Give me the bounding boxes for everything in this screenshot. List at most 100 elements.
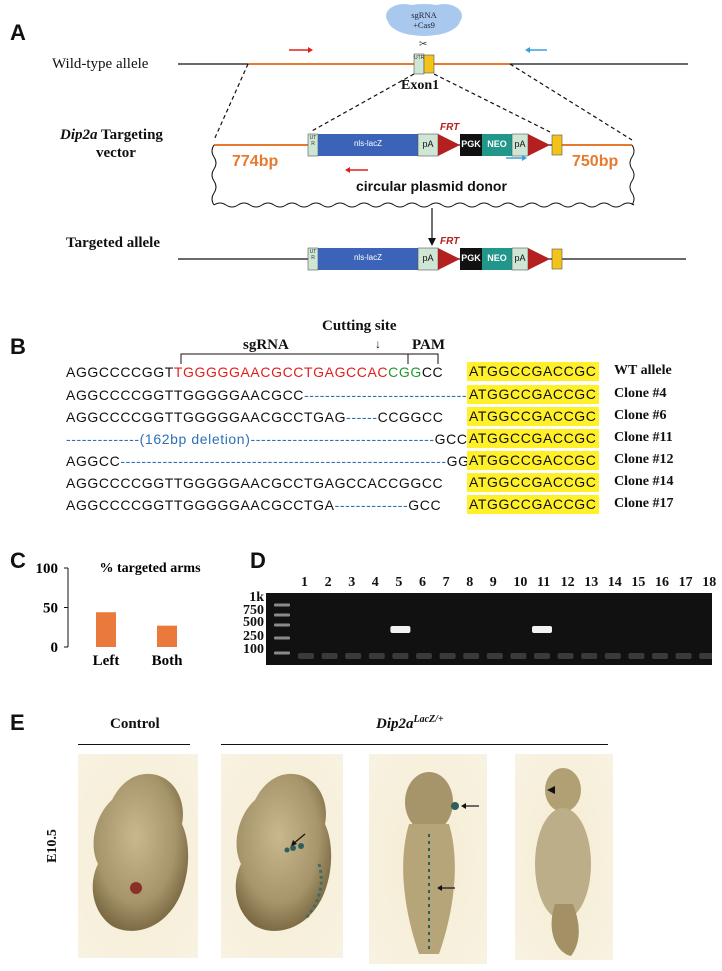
lane-number: 10: [513, 575, 528, 590]
genotype-underline: [221, 744, 608, 745]
pam-label: PAM: [412, 337, 446, 353]
sequence-segment: AGGCCCCGGTTGGGGGAACGCC: [66, 386, 304, 403]
lane-number: 4: [371, 575, 379, 590]
lane-number: 13: [584, 575, 599, 590]
embryo-lacz-ventral-image: [515, 754, 613, 960]
ladder-band: [274, 636, 290, 640]
control-label: Control: [110, 716, 160, 732]
cas9-label: sgRNA +Cas9: [411, 10, 437, 30]
lane-number: 5: [395, 575, 403, 590]
genotype-label: Dip2aLacZ/+: [376, 714, 444, 733]
sequence-segment: AGGCCCCGGTTGGGGGAACGCCTGAG: [66, 408, 347, 425]
pcr-product-band: [532, 626, 552, 633]
exon1-label: Exon1: [401, 78, 440, 93]
primer-dimer-band: [652, 653, 668, 659]
lane-number: 7: [442, 575, 450, 590]
ladder-band: [274, 651, 290, 655]
genotype-superscript: LacZ/+: [413, 714, 444, 725]
lane-number: 9: [489, 575, 497, 590]
primer-dimer-band: [628, 653, 645, 659]
start-codon-highlight: ATGGCCGACCGC: [467, 473, 599, 492]
y-tick-label: 100: [36, 561, 59, 577]
lane-number: 1: [301, 575, 308, 590]
sequence-segment: ----------------------------------------…: [120, 452, 447, 469]
targeted-pa-2: pA: [514, 253, 526, 263]
vector-neo: NEO: [487, 139, 507, 149]
sequence-segment: CC: [421, 363, 444, 380]
x-category-label: Left: [93, 653, 120, 669]
primer-dimer-band: [298, 653, 314, 659]
primer-dimer-band: [557, 653, 574, 659]
ladder-size-label: 1k: [249, 590, 264, 605]
sequence-segment: CGG: [388, 363, 422, 380]
start-codon-highlight: ATGGCCGACCGC: [467, 385, 599, 404]
y-tick-label: 0: [51, 640, 59, 656]
clone-label: Clone #6: [614, 408, 667, 423]
vector-pa-1: pA: [422, 139, 434, 149]
targeting-schematic: ✂: [178, 4, 688, 271]
utr-wt: UTR: [414, 55, 425, 61]
targeted-nls-lacz: nls-lacZ: [353, 253, 382, 262]
sequence-segment: AGGCC: [66, 452, 121, 469]
sequence-row: AGGCCCCGGTTGGGGGAACGCCTGAGCCACCGGCC: [66, 473, 443, 492]
primer-dimer-band: [439, 653, 456, 659]
sequence-segment: AGGCCCCGGT: [66, 363, 174, 380]
sequence-row: AGGCC-----------------------------------…: [66, 451, 491, 470]
lane-number: 15: [631, 575, 646, 590]
primer-dimer-band: [463, 653, 480, 659]
embryo-control-image: [78, 754, 198, 958]
sequence-segment: CCGGCC: [377, 408, 444, 425]
bar-both: [157, 625, 177, 647]
lane-number: 16: [655, 575, 669, 590]
primer-dimer-band: [675, 653, 692, 659]
ladder-size-label: 250: [243, 629, 264, 644]
right-arm-length: 750bp: [572, 153, 619, 170]
ladder-size-label: 750: [243, 603, 264, 618]
clone-label: Clone #11: [614, 430, 673, 445]
primer-dimer-band: [534, 653, 550, 659]
start-codon-highlight: ATGGCCGACCGC: [467, 451, 599, 470]
vector-gene-name: Dip2a: [60, 127, 98, 143]
left-arm-length: 774bp: [232, 153, 279, 170]
vector-pgk: PGK: [461, 139, 481, 149]
primer-dimer-band: [699, 653, 712, 659]
control-underline: [78, 744, 190, 745]
targeted-neo: NEO: [487, 253, 507, 263]
sequence-row: AGGCCCCGGTTGGGGGAACGCCTGAG------CCGGCC: [66, 407, 443, 426]
primer-dimer-band: [510, 653, 527, 659]
lane-number: 14: [607, 575, 622, 590]
targeted-utr: UTR: [309, 249, 317, 261]
embryo-lacz-dorsal-image: [369, 754, 487, 964]
primer-dimer-band: [581, 653, 598, 659]
primer-dimer-band: [604, 653, 621, 659]
cutting-site-arrow: ↓: [375, 337, 381, 351]
gel-image: [266, 593, 712, 665]
start-codon-highlight: ATGGCCGACCGC: [467, 495, 599, 514]
targeted-pa-1: pA: [422, 253, 434, 263]
clone-label: Clone #4: [614, 386, 667, 401]
chart-title: % targeted arms: [99, 561, 201, 576]
sequence-row: AGGCCCCGGTTGGGGGAACGCCTGA--------------G…: [66, 495, 441, 514]
ladder-band: [274, 603, 290, 607]
vector-suffix: Targeting: [97, 127, 163, 143]
vector-nls-lacz: nls-lacZ: [353, 139, 382, 148]
targeted-pgk: PGK: [461, 253, 481, 263]
lane-number: 8: [466, 575, 474, 590]
panel-label-d: D: [250, 548, 266, 573]
sequence-segment: ------: [346, 408, 378, 425]
panel-label-b: B: [10, 334, 26, 359]
embryo-lacz-lateral-image: [221, 754, 343, 958]
lane-number: 3: [348, 575, 356, 590]
targeting-vector-label: Dip2a Targeting vector: [60, 126, 163, 162]
sgrna-label: sgRNA: [243, 337, 289, 353]
cas9-cloud: [386, 4, 462, 36]
y-tick-label: 50: [43, 601, 58, 617]
targeted-allele-label: Targeted allele: [66, 235, 161, 251]
vector-frt: FRT: [440, 122, 460, 133]
cutting-site-label: Cutting site: [322, 318, 397, 334]
primer-dimer-band: [486, 653, 503, 659]
panel-label-e: E: [10, 710, 25, 735]
